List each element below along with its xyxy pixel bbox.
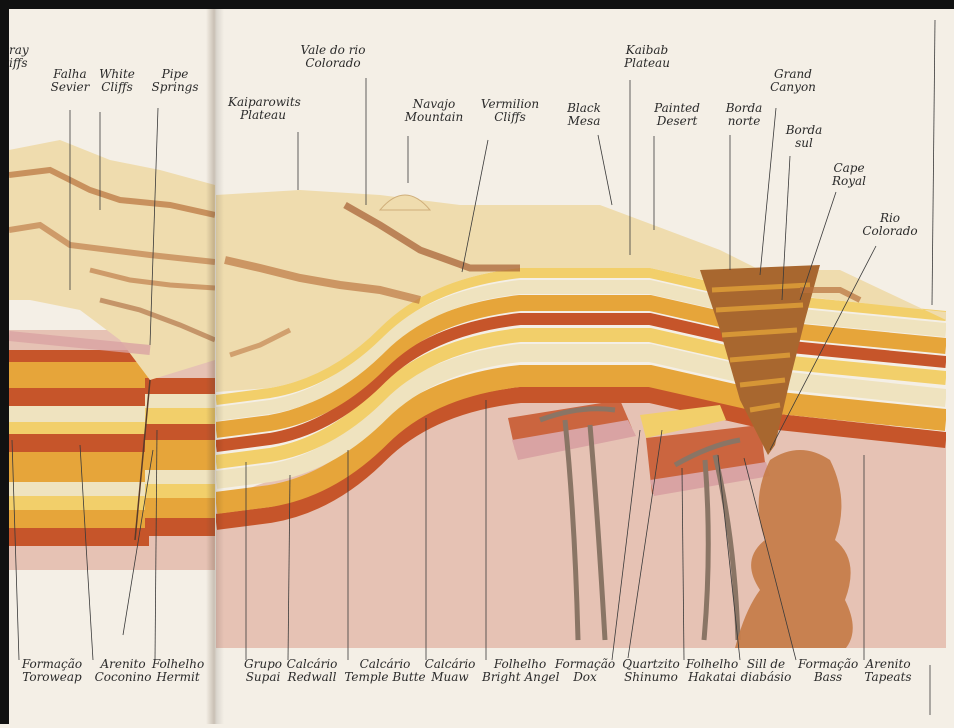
- page-gutter: [206, 9, 224, 724]
- left-page-block: [9, 140, 225, 570]
- scan-border-top: [0, 0, 954, 9]
- scan-border-left: [0, 0, 9, 724]
- strata-left-block: [9, 350, 149, 546]
- right-page-block: [216, 190, 946, 648]
